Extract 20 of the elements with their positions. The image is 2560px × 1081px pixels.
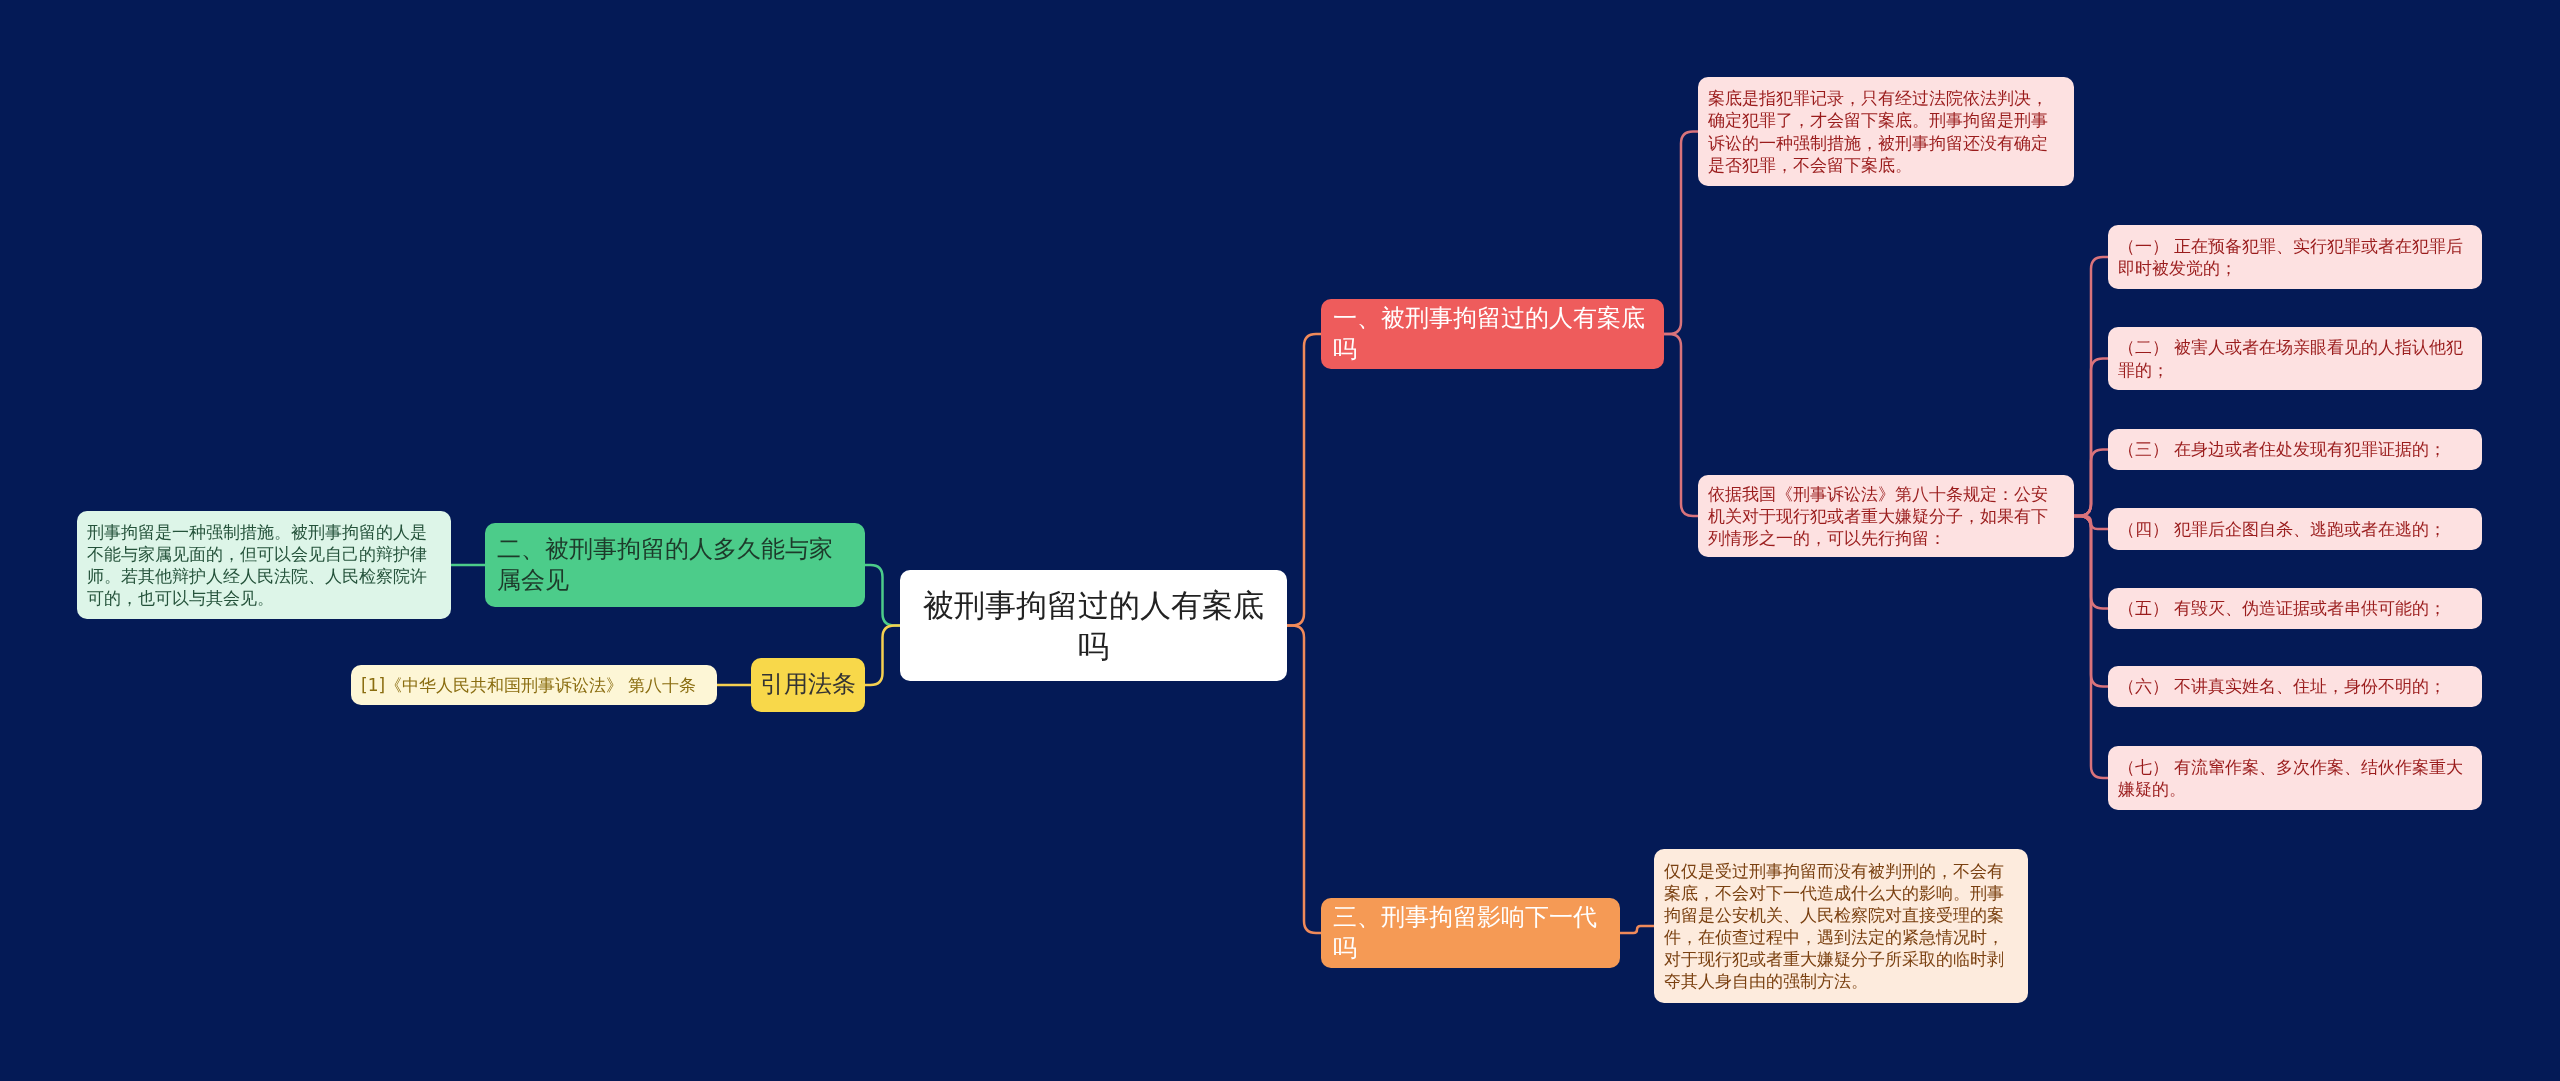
connector-line (1620, 924, 1654, 935)
text-box: （二） 被害人或者在场亲眼看见的人指认他犯罪的； (2108, 327, 2482, 390)
text-box: （一） 正在预备犯罪、实行犯罪或者在犯罪后即时被发觉的； (2108, 225, 2482, 289)
text-box: 刑事拘留是一种强制措施。被刑事拘留的人是不能与家属见面的，但可以会见自己的辩护律师。若其他辩护人经人民法院、人民检察院许可的，也可以与其会见。 (77, 511, 451, 619)
text-box: 案底是指犯罪记录，只有经过法院依法判决，确定犯罪了，才会留下案底。刑事拘留是刑事诉讼的一种强制措施，被刑事拘留还没有确定是否犯罪，不会留下案底。 (1698, 77, 2074, 186)
connector-line (717, 683, 751, 687)
text-box: （三） 在身边或者住处发现有犯罪证据的； (2108, 429, 2482, 470)
text-box: （五） 有毁灭、伪造证据或者串供可能的； (2108, 588, 2482, 629)
text-box: （四） 犯罪后企图自杀、逃跑或者在逃的； (2108, 508, 2482, 550)
text-box: 依据我国《刑事诉讼法》第八十条规定：公安机关对于现行犯或者重大嫌疑分子，如果有下列情形之一的，可以先行拘留： (1698, 475, 2074, 557)
reference-box: [1]《中华人民共和国刑事诉讼法》 第八十条 (351, 665, 717, 705)
topic-box: 被刑事拘留过的人有案底吗 (900, 570, 1287, 681)
branch-box: 二、被刑事拘留的人多久能与家属会见 (485, 523, 865, 607)
branch-box: 一、被刑事拘留过的人有案底吗 (1321, 299, 1664, 370)
text-box: 仅仅是受过刑事拘留而没有被判刑的，不会有案底，不会对下一代造成什么大的影响。刑事拘留是公安机关、人民检察院对直接受理的案件，在侦查过程中，遇到法定的紧急情况时，对于现行犯或者重大嫌疑分子所采取的临时剥夺其人身自由的强制方法。 (1654, 849, 2028, 1003)
branch-box: 引用法条 (751, 658, 865, 712)
text-box: （六） 不讲真实姓名、住址，身份不明的； (2108, 666, 2482, 707)
connector-line (451, 563, 485, 567)
branch-box: 三、刑事拘留影响下一代吗 (1321, 898, 1620, 969)
text-box: （七） 有流窜作案、多次作案、结伙作案重大嫌疑的。 (2108, 746, 2482, 810)
